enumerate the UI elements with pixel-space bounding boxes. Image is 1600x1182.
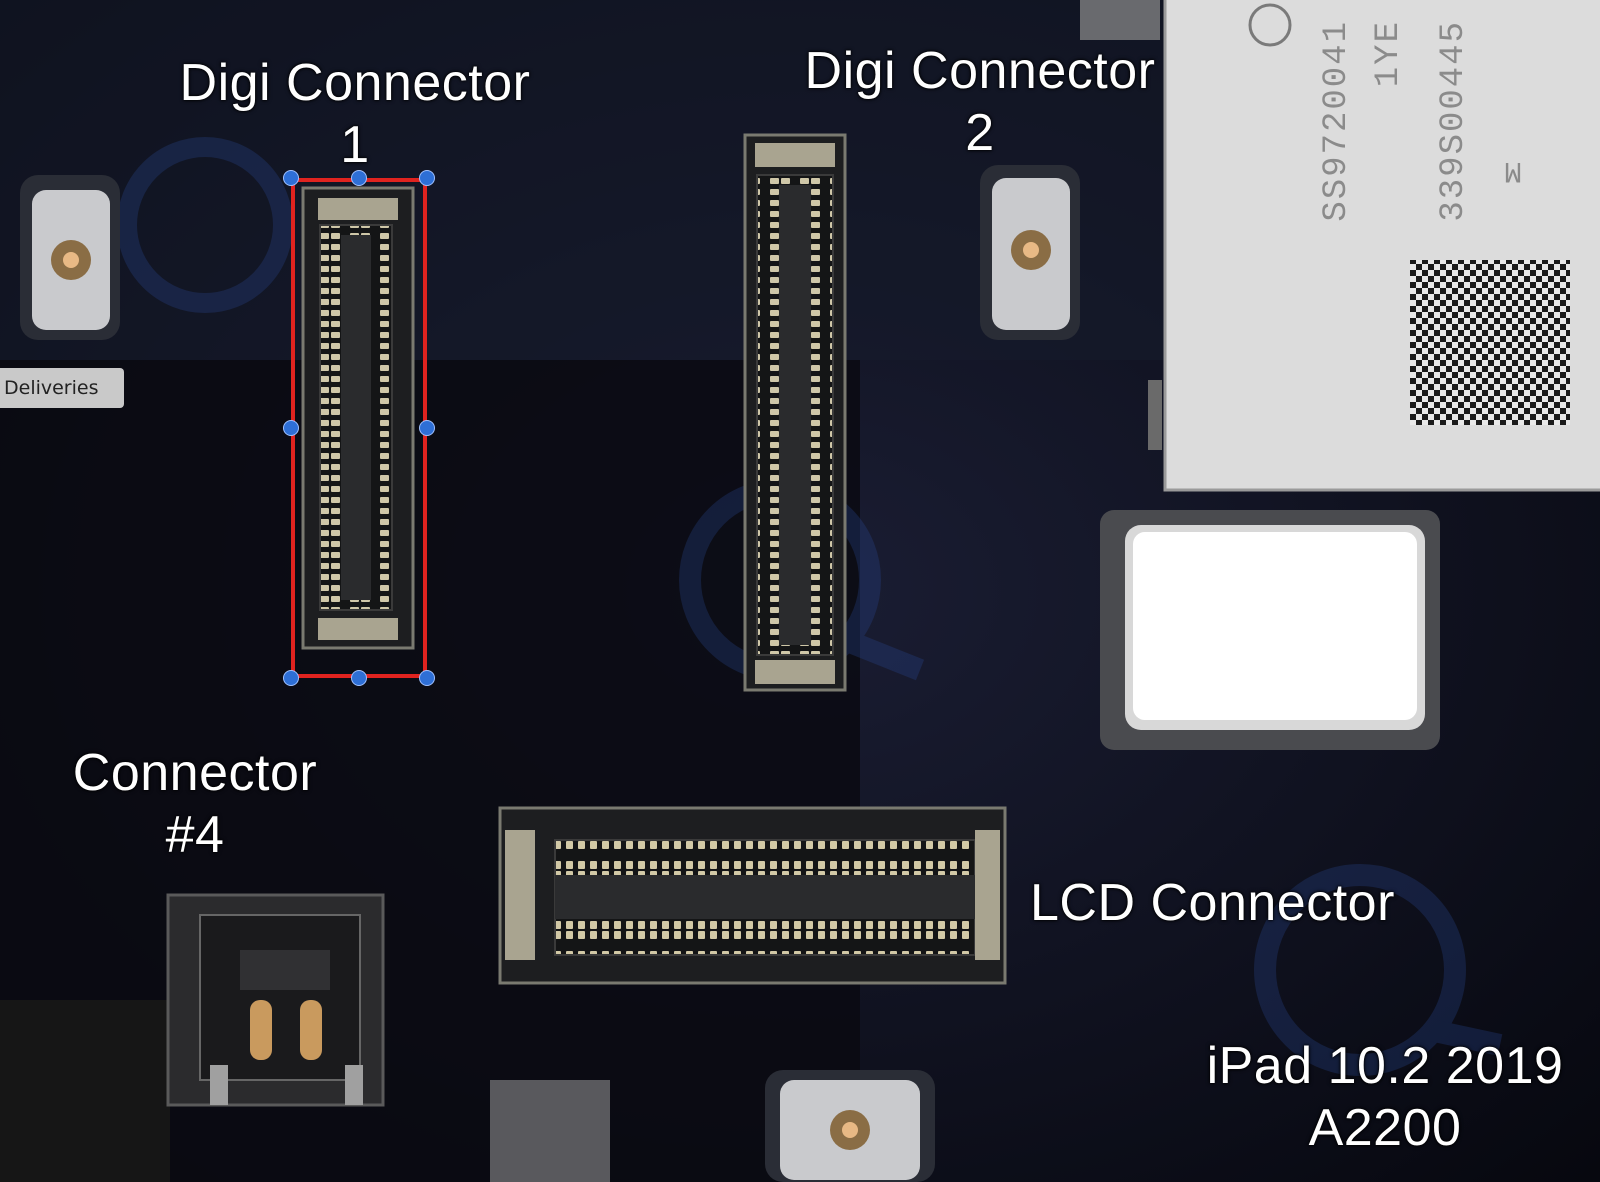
resize-handle-left[interactable]	[283, 420, 299, 436]
chip-marking-line2: 1YE	[1370, 20, 1408, 88]
selection-frame	[291, 178, 427, 678]
connector-4-label: Connector #4	[72, 744, 318, 865]
digi-connector-2	[743, 133, 847, 692]
resize-handle-bottom-left[interactable]	[283, 670, 299, 686]
chip-logo: M	[1501, 153, 1523, 188]
chip-marking-line3: SS9720041	[1318, 20, 1356, 222]
model-label: iPad 10.2 2019 A2200	[1206, 1037, 1564, 1158]
white-component	[1100, 510, 1440, 750]
digi-connector-1	[301, 186, 415, 650]
lcd-connector-label: LCD Connector	[1030, 874, 1395, 932]
resize-handle-top-right[interactable]	[419, 170, 435, 186]
screw-pad	[20, 175, 120, 340]
screw-pad	[765, 1070, 935, 1182]
resize-handle-top[interactable]	[351, 170, 367, 186]
digi-connector-1-label: Digi Connector 1	[179, 54, 531, 175]
digi-connector-2-label: Digi Connector 2	[804, 42, 1156, 163]
lcd-connector	[498, 806, 1007, 985]
deliveries-tab[interactable]: Deliveries	[0, 368, 124, 408]
connector-4	[166, 893, 385, 1107]
resize-handle-top-left[interactable]	[283, 170, 299, 186]
chip-marking-line1: 339S00445	[1435, 20, 1473, 222]
screw-pad	[980, 165, 1080, 340]
resize-handle-bottom-right[interactable]	[419, 670, 435, 686]
chip	[1163, 0, 1600, 492]
resize-handle-bottom[interactable]	[351, 670, 367, 686]
resize-handle-right[interactable]	[419, 420, 435, 436]
selection-rectangle[interactable]	[283, 170, 435, 686]
